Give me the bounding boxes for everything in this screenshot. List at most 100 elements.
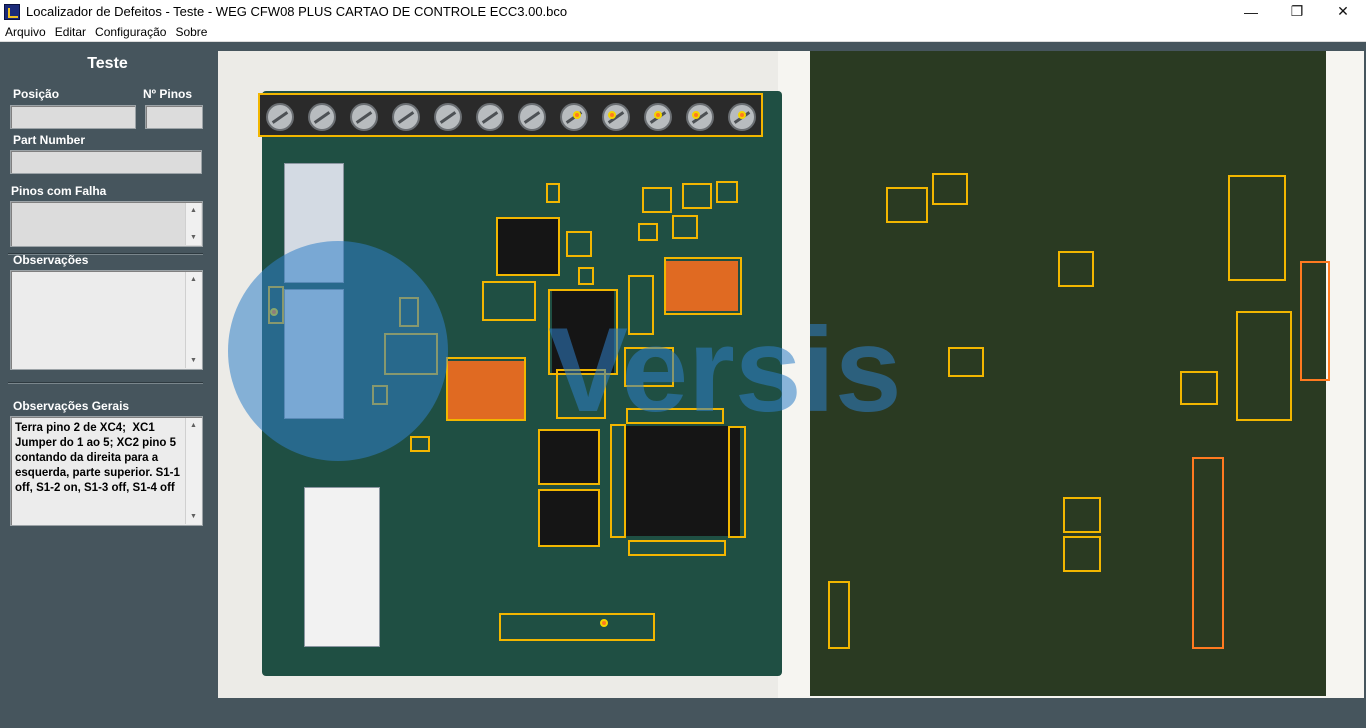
posicao-field[interactable] [10, 105, 136, 129]
component-highlight[interactable] [628, 275, 654, 335]
component-highlight[interactable] [578, 267, 594, 285]
pcb-bottom-side[interactable] [810, 51, 1326, 696]
terminal-screw[interactable] [518, 103, 546, 131]
component-highlight[interactable] [384, 333, 438, 375]
terminal-screw[interactable] [476, 103, 504, 131]
component-highlight[interactable] [638, 223, 658, 241]
component-highlight[interactable] [664, 257, 742, 315]
pinos-falha-label: Pinos com Falha [11, 184, 107, 198]
component-highlight[interactable] [672, 215, 698, 239]
component-highlight[interactable] [728, 426, 746, 538]
test-info-panel: Teste Posição Nº Pinos Part Number Pinos… [0, 43, 215, 728]
board-image-viewer[interactable]: Versis [218, 51, 1364, 698]
component-highlight[interactable] [566, 231, 592, 257]
terminal-screw[interactable] [434, 103, 462, 131]
pin-marker[interactable] [738, 111, 746, 119]
observacoes-memo[interactable]: ▲ ▼ [10, 270, 203, 370]
component-highlight[interactable] [1063, 536, 1101, 572]
component-highlight[interactable] [1058, 251, 1094, 287]
part-number-field[interactable] [10, 150, 202, 174]
component-highlight[interactable] [1236, 311, 1292, 421]
component-highlight[interactable] [642, 187, 672, 213]
component-highlight[interactable] [1063, 497, 1101, 533]
pin-marker[interactable] [692, 111, 700, 119]
scroll-up-icon[interactable]: ▲ [190, 276, 197, 283]
observacoes-scrollbar[interactable]: ▲ ▼ [185, 272, 201, 368]
scroll-down-icon[interactable]: ▼ [190, 513, 197, 520]
ic-chip[interactable] [498, 219, 558, 274]
obs-gerais-scrollbar[interactable]: ▲ ▼ [185, 418, 201, 524]
connector-highlight[interactable] [1192, 457, 1224, 649]
pinos-field[interactable] [145, 105, 203, 129]
component-highlight[interactable] [886, 187, 928, 223]
relay-k2[interactable] [284, 289, 344, 419]
pin-marker[interactable] [654, 111, 662, 119]
connector-xc2-highlight[interactable] [499, 613, 655, 641]
ic-chip[interactable] [540, 431, 598, 483]
menu-editar[interactable]: Editar [54, 25, 87, 39]
obs-gerais-text: Terra pino 2 de XC4; XC1 Jumper do 1 ao … [15, 422, 184, 494]
component-highlight[interactable] [372, 385, 388, 405]
component-highlight[interactable] [610, 424, 626, 538]
menu-arquivo[interactable]: Arquivo [5, 25, 46, 39]
ic-optocoupler[interactable] [666, 261, 738, 311]
terminal-screw[interactable] [560, 103, 588, 131]
component-highlight[interactable] [682, 183, 712, 209]
menu-configuracao[interactable]: Configuração [95, 25, 167, 39]
ic-microcontroller[interactable] [624, 426, 740, 536]
component-highlight[interactable] [399, 297, 419, 327]
separator [8, 253, 203, 255]
close-button[interactable]: ✕ [1337, 3, 1349, 19]
scroll-down-icon[interactable]: ▼ [190, 234, 197, 241]
component-highlight[interactable] [932, 173, 968, 205]
maximize-button[interactable]: ❐ [1290, 3, 1304, 19]
component-highlight[interactable] [626, 408, 724, 424]
terminal-block-xc1[interactable] [258, 93, 763, 137]
component-highlight[interactable] [556, 369, 606, 419]
relay-k1[interactable] [284, 163, 344, 283]
window-title: Localizador de Defeitos - Teste - WEG CF… [26, 4, 568, 19]
component-highlight[interactable] [538, 489, 600, 547]
status-area [218, 698, 1366, 728]
component-highlight[interactable] [716, 181, 738, 203]
terminal-screw[interactable] [602, 103, 630, 131]
component-highlight[interactable] [410, 436, 430, 452]
terminal-screw[interactable] [686, 103, 714, 131]
component-highlight[interactable] [948, 347, 984, 377]
component-highlight[interactable] [546, 183, 560, 203]
ic-loc112[interactable] [552, 291, 614, 373]
separator [8, 382, 203, 384]
pin-marker[interactable] [608, 111, 616, 119]
component-highlight[interactable] [268, 286, 284, 324]
pinos-falha-memo[interactable]: ▲ ▼ [10, 201, 203, 247]
ic-optocoupler[interactable] [448, 361, 524, 419]
scroll-up-icon[interactable]: ▲ [190, 422, 197, 429]
menu-sobre[interactable]: Sobre [175, 25, 208, 39]
component-highlight[interactable] [628, 540, 726, 556]
component-highlight[interactable] [624, 347, 674, 387]
pinos-falha-scrollbar[interactable]: ▲ ▼ [185, 203, 201, 245]
pin-marker[interactable] [573, 111, 581, 119]
terminal-screw[interactable] [350, 103, 378, 131]
component-highlight[interactable] [496, 217, 560, 276]
pin-marker[interactable] [600, 619, 608, 627]
obs-gerais-memo[interactable]: Terra pino 2 de XC4; XC1 Jumper do 1 ao … [10, 416, 203, 526]
scroll-up-icon[interactable]: ▲ [190, 207, 197, 214]
ic-chip[interactable] [540, 491, 598, 545]
component-highlight[interactable] [446, 357, 526, 421]
minimize-button[interactable]: — [1244, 3, 1258, 20]
component-highlight[interactable] [1180, 371, 1218, 405]
component-highlight[interactable] [1228, 175, 1286, 281]
component-highlight[interactable] [538, 429, 600, 485]
component-highlight[interactable] [1300, 261, 1330, 381]
component-highlight[interactable] [548, 289, 618, 375]
terminal-screw[interactable] [266, 103, 294, 131]
terminal-screw[interactable] [308, 103, 336, 131]
observacoes-label: Observações [13, 253, 89, 267]
pin-marker[interactable] [270, 308, 278, 316]
terminal-screw[interactable] [392, 103, 420, 131]
component-highlight[interactable] [828, 581, 850, 649]
posicao-label: Posição [13, 87, 60, 101]
component-highlight[interactable] [482, 281, 536, 321]
scroll-down-icon[interactable]: ▼ [190, 357, 197, 364]
